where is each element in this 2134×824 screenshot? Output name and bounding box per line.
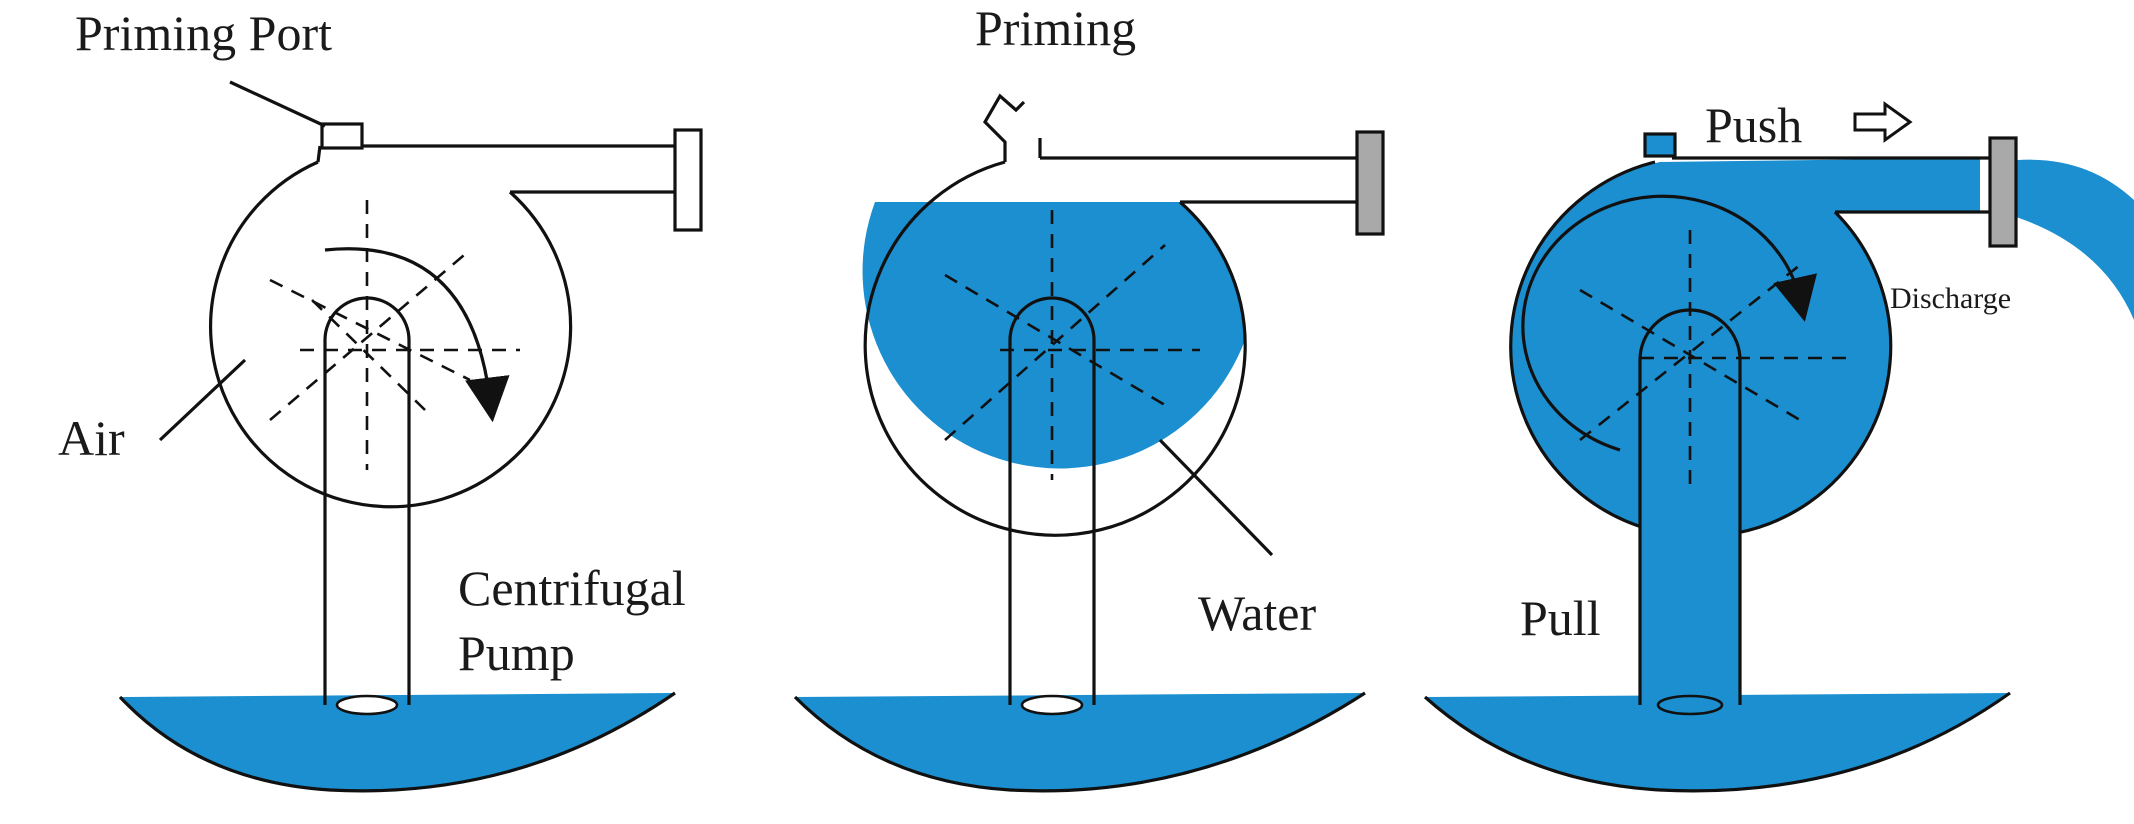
label-centrifugal: Centrifugal xyxy=(458,560,686,616)
impeller-2 xyxy=(944,210,1200,480)
priming-port-3 xyxy=(1643,132,1677,158)
label-discharge: Discharge xyxy=(1890,282,2011,315)
impeller-1 xyxy=(269,200,520,470)
impeller-3 xyxy=(1579,230,1850,490)
rotation-arrow-3 xyxy=(1521,194,1817,452)
label-air: Air xyxy=(58,410,125,466)
priming-funnel xyxy=(983,93,1026,162)
pump-casing-2 xyxy=(862,93,1385,537)
reservoir-3 xyxy=(1425,693,2010,791)
reservoir-1 xyxy=(120,693,675,791)
label-pull: Pull xyxy=(1520,590,1601,646)
suction-pipe-3 xyxy=(1638,308,1742,716)
label-push: Push xyxy=(1705,97,1802,153)
priming-port-1 xyxy=(320,122,364,150)
label-priming-port: Priming Port xyxy=(75,5,332,61)
label-priming-title: Priming xyxy=(975,0,1136,56)
flange-1 xyxy=(673,128,703,232)
panel-running: Push Discharge Pull xyxy=(1423,97,2134,793)
flange-3 xyxy=(1988,136,2018,248)
rotation-arrow-1 xyxy=(324,247,510,423)
pump-casing-3 xyxy=(1509,132,2018,539)
pump-casing-1 xyxy=(209,122,703,509)
panel-priming: Priming Water xyxy=(793,0,1385,793)
label-water: Water xyxy=(1198,585,1316,641)
suction-pipe-2 xyxy=(1008,296,1096,716)
panel-empty-pump: Priming Port Air Centrifugal Pump xyxy=(58,5,703,793)
discharge-jet xyxy=(2000,159,2134,320)
flange-2 xyxy=(1355,130,1385,236)
label-pump: Pump xyxy=(458,625,575,681)
reservoir-2 xyxy=(795,693,1365,791)
right-arrow-icon xyxy=(1853,101,1913,143)
